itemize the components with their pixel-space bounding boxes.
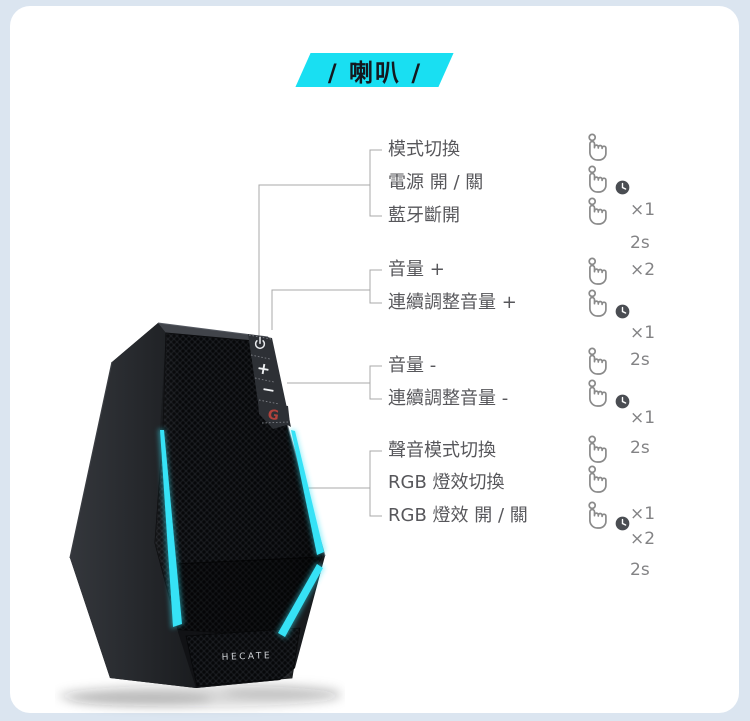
power-icon <box>254 340 266 350</box>
gesture-row <box>585 465 700 495</box>
function-label: RGB 燈效 開 / 關 <box>388 505 528 526</box>
tap-icon <box>585 133 611 163</box>
gesture-row <box>585 289 700 319</box>
led-strips <box>158 429 326 639</box>
gesture-row <box>585 133 700 163</box>
tap-icon <box>585 197 611 227</box>
function-label: RGB 燈效切換 <box>388 472 505 493</box>
tap-icon <box>585 289 611 319</box>
speaker-foot: HECATE <box>178 627 301 688</box>
gesture-row: 2s <box>585 435 700 465</box>
led-strip-right-lower <box>278 564 323 637</box>
function-label: 連續調整音量 - <box>388 388 509 409</box>
gesture-count-label: ×1 <box>630 323 656 343</box>
gesture-row: ×1 <box>585 405 700 435</box>
tap-icon <box>585 379 611 409</box>
tap-icon <box>585 501 611 531</box>
function-label: 模式切換 <box>388 139 460 160</box>
section-title: / 喇叭 / <box>327 58 423 87</box>
gesture-count-label: ×1 <box>630 200 656 220</box>
front-grille <box>154 332 326 638</box>
function-label: 音量 + <box>388 259 445 280</box>
hold-clock-icon <box>615 180 630 195</box>
gesture-row: ×2 <box>585 257 700 287</box>
gesture-row: ×1 <box>585 501 700 531</box>
gesture-row: ×1 <box>585 320 700 350</box>
led-strip-right <box>291 430 324 555</box>
tap-icon <box>585 347 611 377</box>
gesture-count-label: 2s <box>630 233 650 253</box>
gesture-row <box>585 379 700 409</box>
function-label: 連續調整音量 + <box>388 292 517 313</box>
hold-clock-icon <box>615 394 630 409</box>
gesture-count-label: 2s <box>630 350 650 370</box>
gesture-count-label: 2s <box>630 438 650 458</box>
button-strip: + − G <box>248 334 291 429</box>
gesture-row: 2s <box>585 347 700 377</box>
volume-up-button: + <box>255 358 272 379</box>
gesture-row: ×2 <box>585 526 700 556</box>
function-label: 音量 - <box>388 355 437 376</box>
function-label: 聲音模式切換 <box>388 440 496 461</box>
gesture-row: ×1 <box>585 197 700 227</box>
gesture-count-label: ×2 <box>630 260 656 280</box>
power-button <box>254 336 266 350</box>
brand-logo: HECATE <box>222 651 273 663</box>
tap-icon <box>585 435 611 465</box>
function-label: 電源 開 / 關 <box>388 172 484 193</box>
tap-icon <box>585 465 611 495</box>
led-strip-left <box>160 430 182 627</box>
game-mode-button: G <box>267 407 280 424</box>
hold-clock-icon <box>615 516 630 531</box>
speaker-shadow <box>58 684 342 707</box>
gesture-row: 2s <box>585 557 700 587</box>
gesture-count-label: ×1 <box>630 408 656 428</box>
volume-down-button: − <box>260 379 277 400</box>
tap-icon <box>585 257 611 287</box>
speaker-image: HECATE <box>58 322 342 707</box>
hold-clock-icon <box>615 304 630 319</box>
gesture-count-label: 2s <box>630 560 650 580</box>
tap-icon <box>585 165 611 195</box>
gesture-count-label: ×2 <box>630 529 656 549</box>
function-label: 藍牙斷開 <box>388 205 460 226</box>
gesture-row: 2s <box>585 230 700 260</box>
gesture-row <box>585 165 700 195</box>
gesture-count-label: ×1 <box>630 504 656 524</box>
